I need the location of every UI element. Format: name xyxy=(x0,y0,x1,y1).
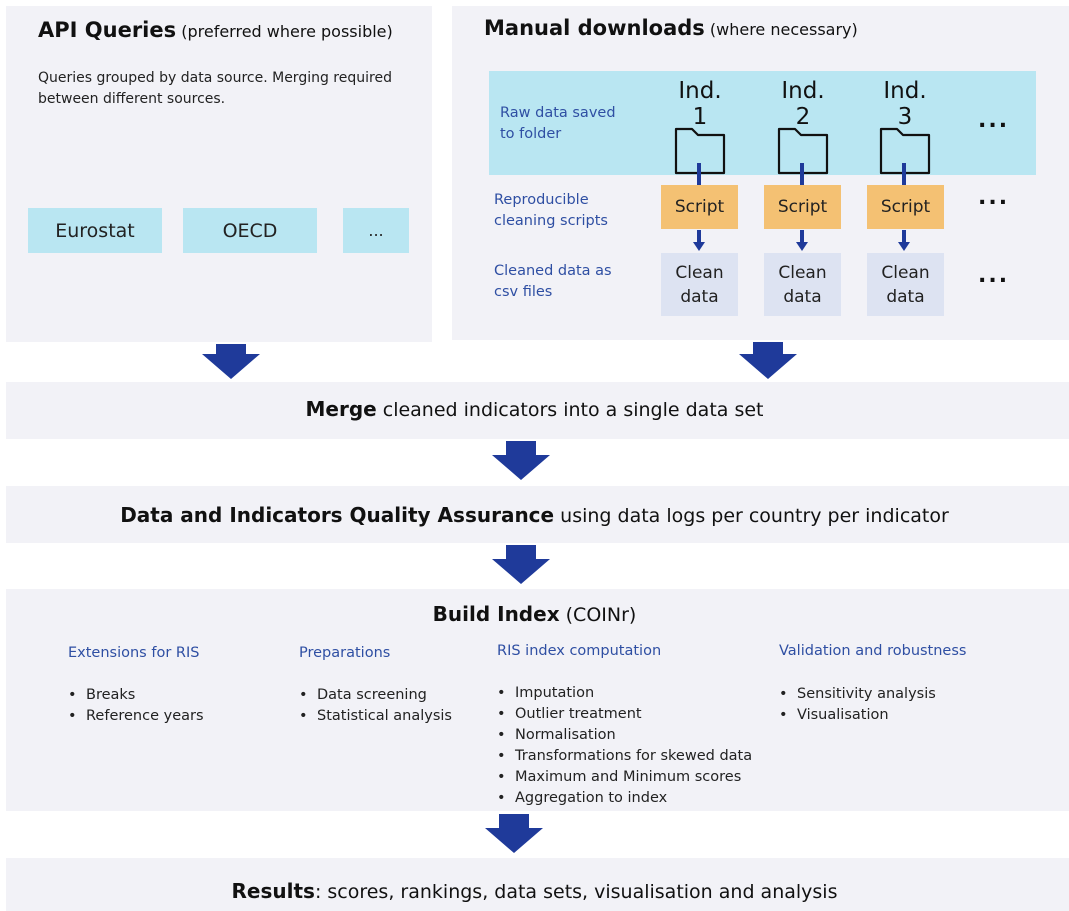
script-box-2: Script xyxy=(764,185,841,229)
down-arrow-icon xyxy=(898,230,910,251)
qa-text: Data and Indicators Quality Assurance us… xyxy=(0,503,1069,527)
down-arrow-icon xyxy=(485,814,543,853)
source-more: ... xyxy=(343,208,409,253)
computation-list: Imputation Outlier treatment Normalisati… xyxy=(495,683,752,809)
qa-description: using data logs per country per indicato… xyxy=(560,505,949,527)
more-indicators-ellipsis: ... xyxy=(978,108,1010,133)
manual-downloads-title: Manual downloads xyxy=(484,16,705,40)
more-clean-ellipsis: ... xyxy=(978,263,1010,288)
folder-icon xyxy=(879,127,931,175)
down-arrow-icon xyxy=(492,545,550,584)
script-box-1: Script xyxy=(661,185,738,229)
column-title-validation: Validation and robustness xyxy=(779,643,967,659)
results-description: : scores, rankings, data sets, visualisa… xyxy=(314,881,838,903)
folder-script-connector xyxy=(800,163,804,187)
clean-data-label: Clean data xyxy=(675,262,724,307)
clean-data-label: Clean data xyxy=(778,262,827,307)
down-arrow-icon xyxy=(693,230,705,251)
results-step xyxy=(6,858,1069,911)
list-item: Imputation xyxy=(495,683,752,704)
quality-assurance-step xyxy=(6,486,1069,543)
manual-downloads-heading: Manual downloads (where necessary) xyxy=(484,16,858,40)
preparations-list: Data screening Statistical analysis xyxy=(297,685,452,727)
list-item: Visualisation xyxy=(777,705,936,726)
indicator-3-header: Ind. 3 xyxy=(883,78,927,130)
cleaned-data-label: Cleaned data as csv files xyxy=(494,263,612,300)
folder-icon xyxy=(777,127,829,175)
source-oecd: OECD xyxy=(183,208,317,253)
indicator-1-header: Ind. 1 xyxy=(678,78,722,130)
api-queries-subtitle: (preferred where possible) xyxy=(181,22,393,41)
list-item: Maximum and Minimum scores xyxy=(495,767,752,788)
api-queries-panel: API Queries (preferred where possible) Q… xyxy=(6,6,432,342)
down-arrow-icon xyxy=(796,230,808,251)
merge-text: Merge cleaned indicators into a single d… xyxy=(0,397,1069,421)
list-item: Transformations for skewed data xyxy=(495,746,752,767)
extensions-list: Breaks Reference years xyxy=(66,685,204,727)
column-title-computation: RIS index computation xyxy=(497,643,662,659)
folder-icon xyxy=(674,127,726,175)
results-text: Results: scores, rankings, data sets, vi… xyxy=(0,879,1069,903)
merge-step xyxy=(6,382,1069,439)
validation-list: Sensitivity analysis Visualisation xyxy=(777,684,936,726)
list-item: Data screening xyxy=(297,685,452,706)
down-arrow-icon xyxy=(739,342,797,379)
qa-bold: Data and Indicators Quality Assurance xyxy=(120,503,555,527)
folder-script-connector xyxy=(697,163,701,187)
api-queries-heading: API Queries (preferred where possible) xyxy=(38,18,393,42)
clean-data-label: Clean data xyxy=(881,262,930,307)
source-eurostat: Eurostat xyxy=(28,208,162,253)
clean-data-box-2: Clean data xyxy=(764,253,841,316)
list-item: Sensitivity analysis xyxy=(777,684,936,705)
down-arrow-icon xyxy=(492,441,550,480)
list-item: Aggregation to index xyxy=(495,788,752,809)
column-title-preparations: Preparations xyxy=(299,645,391,661)
list-item: Normalisation xyxy=(495,725,752,746)
build-index-heading: Build Index (COINr) xyxy=(0,602,1069,626)
list-item: Reference years xyxy=(66,706,204,727)
api-queries-title: API Queries xyxy=(38,18,177,42)
raw-data-label: Raw data saved to folder xyxy=(500,105,616,142)
more-scripts-ellipsis: ... xyxy=(978,185,1010,210)
clean-data-box-1: Clean data xyxy=(661,253,738,316)
merge-description: cleaned indicators into a single data se… xyxy=(382,399,764,421)
clean-data-box-3: Clean data xyxy=(867,253,944,316)
build-index-bold: Build Index xyxy=(432,602,560,626)
build-index-tool: (COINr) xyxy=(565,604,637,626)
results-bold: Results xyxy=(231,879,315,903)
folder-script-connector xyxy=(902,163,906,187)
list-item: Breaks xyxy=(66,685,204,706)
indicator-2-header: Ind. 2 xyxy=(781,78,825,130)
column-title-extensions: Extensions for RIS xyxy=(68,645,200,661)
raw-data-band xyxy=(489,71,1036,175)
list-item: Statistical analysis xyxy=(297,706,452,727)
list-item: Outlier treatment xyxy=(495,704,752,725)
manual-downloads-subtitle: (where necessary) xyxy=(709,20,858,39)
api-queries-description: Queries grouped by data source. Merging … xyxy=(38,70,392,107)
merge-bold: Merge xyxy=(305,397,377,421)
cleaning-scripts-label: Reproducible cleaning scripts xyxy=(494,192,608,229)
script-box-3: Script xyxy=(867,185,944,229)
down-arrow-icon xyxy=(202,344,260,379)
